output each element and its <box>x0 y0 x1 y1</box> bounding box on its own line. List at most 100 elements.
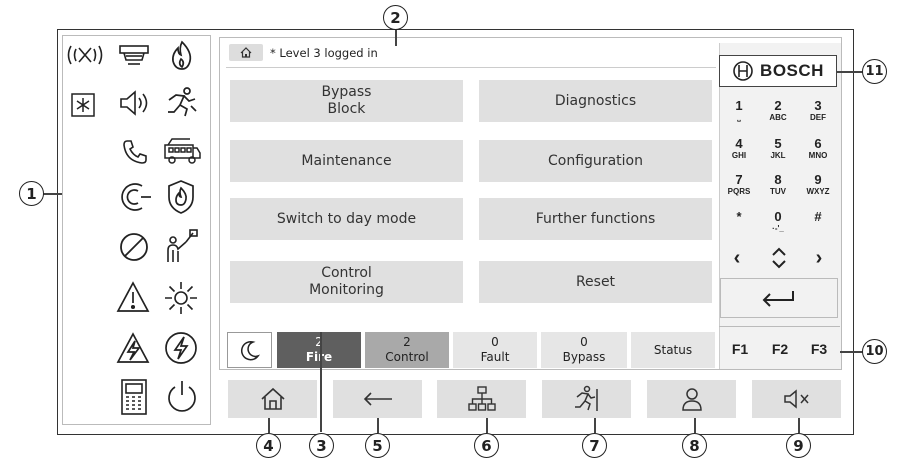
keypad-key-digit: 2 <box>774 98 782 113</box>
home-small-icon <box>240 47 252 58</box>
callout-3: 3 <box>309 433 334 458</box>
cursor-left-key[interactable]: ‹ <box>733 246 741 269</box>
bosch-armature-icon <box>733 61 753 81</box>
f1-key[interactable]: F1 <box>731 341 749 357</box>
keypad-key-digit: # <box>814 209 822 224</box>
fire-protection-icon <box>166 179 196 215</box>
keypad-key[interactable]: # <box>799 209 837 243</box>
cursor-up-down-key[interactable] <box>760 244 798 272</box>
keypad-key[interactable]: * <box>720 209 758 243</box>
callout-7: 7 <box>582 433 607 458</box>
callout-2: 2 <box>383 5 408 30</box>
f2-key[interactable]: F2 <box>771 341 789 357</box>
keypad-key-letters: ·-'_ <box>772 224 784 233</box>
keypad-key-letters: DEF <box>810 113 826 122</box>
home-chip[interactable] <box>229 44 263 61</box>
callout-8: 8 <box>682 433 707 458</box>
keypad-key-digit: 8 <box>774 172 782 187</box>
keypad-key-letters: JKL <box>770 151 786 160</box>
fault-counter[interactable]: 0 Fault <box>453 332 537 368</box>
callout-line-10 <box>840 351 863 353</box>
mute-speaker-icon <box>783 389 809 409</box>
evacuation-button[interactable] <box>542 380 631 418</box>
network-button[interactable] <box>437 380 526 418</box>
configuration-button[interactable]: Configuration <box>479 140 712 182</box>
further-functions-button[interactable]: Further functions <box>479 198 712 240</box>
mute-button[interactable] <box>752 380 841 418</box>
keypad-key-letters: MNO <box>808 151 828 160</box>
home-icon <box>260 387 285 410</box>
evacuation-exit-icon <box>574 385 598 411</box>
detector-icon <box>118 44 150 68</box>
back-button[interactable] <box>333 380 422 418</box>
device-frame <box>57 29 854 435</box>
callout-line-1 <box>43 193 62 195</box>
keypad-key-letters: GHI <box>731 151 747 160</box>
callout-4: 4 <box>256 433 281 458</box>
keypad-key[interactable]: 0·-'_ <box>759 209 797 243</box>
control-counter[interactable]: 2 Control <box>365 332 449 368</box>
keypad-key-digit: 1 <box>735 98 743 113</box>
control-count: 2 <box>403 335 411 349</box>
enter-arrow-icon <box>762 291 794 307</box>
keypad-key-letters: TUV <box>770 187 786 196</box>
bypass-label: Bypass <box>562 350 606 364</box>
moon-icon <box>240 340 260 361</box>
callout-line-2 <box>395 29 397 46</box>
bypass-counter[interactable]: 0 Bypass <box>541 332 627 368</box>
power-fault-icon <box>115 331 151 365</box>
control-label: Control <box>385 350 429 364</box>
fault-count: 0 <box>491 335 499 349</box>
control-icon <box>117 180 153 214</box>
keypad-key-digit: * <box>736 209 742 224</box>
callout-line-7 <box>594 418 596 433</box>
fire-counter[interactable]: 2 Fire <box>277 332 361 368</box>
bypass-block-button[interactable]: Bypass Block <box>230 80 463 122</box>
power-icon <box>164 379 200 415</box>
keypad-key[interactable]: 1⎵ <box>720 98 758 132</box>
home-button[interactable] <box>228 380 317 418</box>
fire-brigade-icon <box>162 136 202 166</box>
f3-key[interactable]: F3 <box>810 341 828 357</box>
keypad-key-digit: 4 <box>735 136 743 151</box>
power-supply-icon <box>163 330 199 366</box>
callout-line-4 <box>268 418 270 433</box>
reset-button[interactable]: Reset <box>479 261 712 303</box>
user-icon <box>681 388 702 411</box>
fire-icon <box>168 40 196 72</box>
switch-day-mode-button[interactable]: Switch to day mode <box>230 198 463 240</box>
brand-name: BOSCH <box>760 61 824 80</box>
keypad-key-digit: 5 <box>774 136 782 151</box>
keypad-key-letters: WXYZ <box>806 187 830 196</box>
user-button[interactable] <box>647 380 736 418</box>
status-counter[interactable]: Status <box>631 332 715 368</box>
bypass-count: 0 <box>580 335 588 349</box>
keypad-key-letters: ABC <box>769 113 787 122</box>
callout-line-3 <box>320 332 322 432</box>
keypad-key-letters: PQRS <box>727 187 751 196</box>
fire-label: Fire <box>305 350 333 364</box>
warning-icon <box>115 280 151 314</box>
enter-key[interactable] <box>720 278 838 318</box>
keypad-key-digit: 7 <box>735 172 743 187</box>
bosch-logo: BOSCH <box>719 55 837 87</box>
diagnostics-button[interactable]: Diagnostics <box>479 80 712 122</box>
maintenance-button[interactable]: Maintenance <box>230 140 463 182</box>
control-monitoring-button[interactable]: Control Monitoring <box>230 261 463 303</box>
night-mode-toggle[interactable] <box>227 332 272 368</box>
fault-label: Fault <box>480 350 510 364</box>
up-down-chevron-icon <box>772 247 786 269</box>
keypad-key-digit: 9 <box>814 172 822 187</box>
cursor-right-key[interactable]: › <box>815 246 823 269</box>
keypad-divider <box>719 326 840 327</box>
keypad-key-letters: ⎵ <box>737 113 741 122</box>
login-status-text: * Level 3 logged in <box>270 46 378 60</box>
